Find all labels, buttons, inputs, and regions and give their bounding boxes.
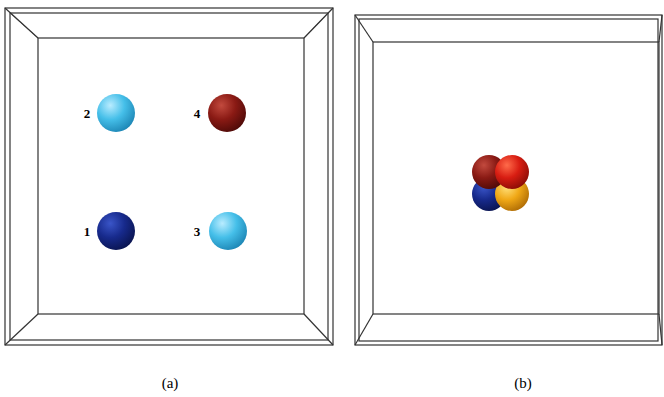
sphere xyxy=(209,212,247,250)
sphere xyxy=(495,155,529,189)
callout-number: 1 xyxy=(84,225,91,238)
callout-number: 2 xyxy=(84,107,91,120)
callout-number: 3 xyxy=(194,225,201,238)
callout-number: 4 xyxy=(194,107,201,120)
sphere xyxy=(97,212,135,250)
panel-caption: (a) xyxy=(162,376,179,391)
sphere xyxy=(208,94,246,132)
sphere xyxy=(97,94,135,132)
panel-caption: (b) xyxy=(514,376,532,391)
box-frame xyxy=(355,15,662,345)
box-frame xyxy=(5,8,333,345)
